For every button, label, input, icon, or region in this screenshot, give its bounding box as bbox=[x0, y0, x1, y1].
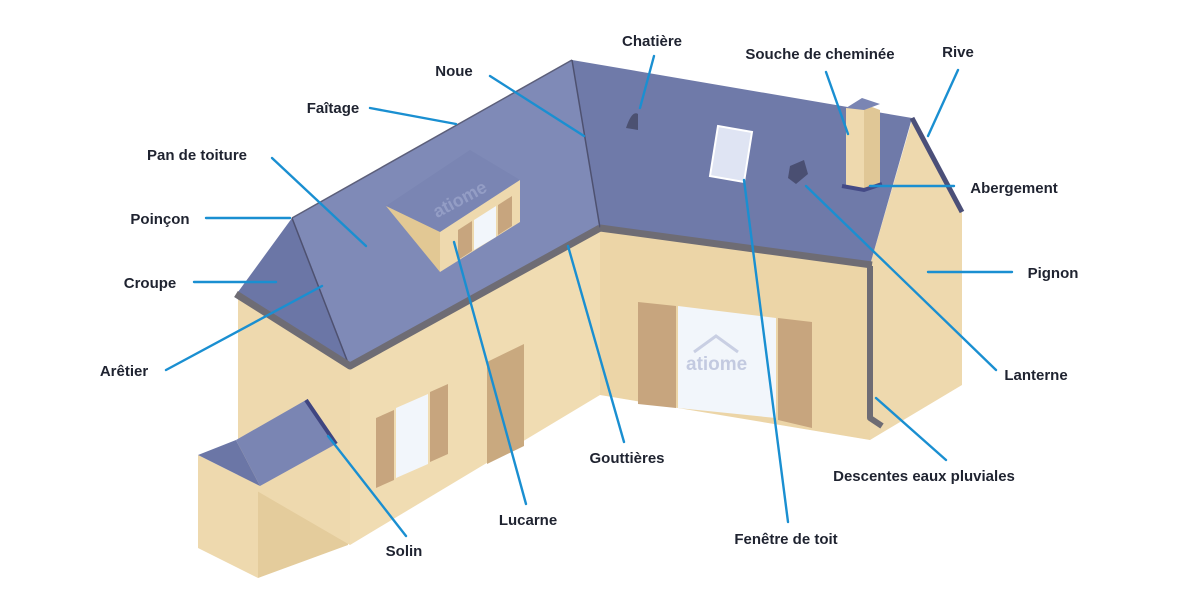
leader-pan bbox=[270, 156, 368, 248]
hip-line bbox=[291, 217, 351, 369]
wing-gable-wall bbox=[870, 120, 962, 440]
wall-shutter-left bbox=[376, 410, 394, 488]
leader-lucarne bbox=[452, 240, 528, 506]
leader-rive bbox=[926, 68, 960, 138]
downpipe bbox=[867, 266, 884, 429]
label-solin: Solin bbox=[386, 543, 423, 560]
leader-aretier bbox=[164, 284, 324, 372]
roof-hip-croupe bbox=[238, 218, 350, 368]
leader-lines bbox=[164, 54, 1014, 538]
leader-noue bbox=[488, 74, 586, 138]
house-illustration: atiome atiome bbox=[198, 59, 965, 578]
annex-flashing bbox=[304, 398, 338, 446]
leader-chatiere bbox=[638, 54, 656, 110]
dormer-roof bbox=[386, 150, 520, 232]
wall-window bbox=[396, 394, 428, 478]
label-lanterne: Lanterne bbox=[1004, 367, 1067, 384]
dormer-shutter-right bbox=[498, 196, 512, 235]
annex-front-wall bbox=[198, 455, 258, 578]
garage-shutter-right bbox=[778, 318, 812, 428]
chimney-side bbox=[864, 104, 880, 188]
label-aretier: Arêtier bbox=[100, 363, 149, 380]
watermark-garage: atiome bbox=[686, 334, 747, 375]
dormer-side bbox=[386, 206, 440, 272]
vent-chatiere bbox=[626, 113, 638, 130]
label-rive: Rive bbox=[942, 44, 974, 61]
wall-shutter-right bbox=[430, 384, 448, 462]
leader-faitage bbox=[368, 106, 458, 126]
annex-roof-front bbox=[198, 440, 260, 486]
dormer-shutter-left bbox=[458, 221, 472, 260]
leader-solin bbox=[326, 434, 408, 538]
label-chatiere: Chatière bbox=[622, 33, 682, 50]
gutter-wing bbox=[599, 224, 873, 269]
leader-lanterne bbox=[804, 184, 998, 372]
garage-door bbox=[678, 306, 776, 418]
label-noue: Noue bbox=[435, 63, 473, 80]
roof-window bbox=[708, 124, 754, 184]
wall-door bbox=[487, 344, 524, 464]
leader-gouttieres bbox=[566, 244, 626, 444]
chimney-front bbox=[846, 104, 864, 188]
label-poincon: Poinçon bbox=[130, 211, 189, 228]
verge-edge bbox=[909, 116, 965, 214]
label-abergement: Abergement bbox=[970, 180, 1058, 197]
chimney-top bbox=[846, 98, 880, 110]
leader-fenetre-toit bbox=[742, 178, 790, 524]
label-fenetre-toit: Fenêtre de toit bbox=[734, 531, 837, 548]
ridge-line bbox=[291, 59, 573, 219]
label-pignon: Pignon bbox=[1028, 265, 1079, 282]
garage-shutter-left bbox=[638, 302, 676, 408]
vent-lanterne bbox=[788, 160, 808, 184]
label-croupe: Croupe bbox=[124, 275, 177, 292]
label-lucarne: Lucarne bbox=[499, 512, 557, 529]
label-descentes: Descentes eaux pluviales bbox=[833, 468, 1015, 485]
gutter-main bbox=[234, 224, 602, 370]
leader-descentes bbox=[874, 396, 948, 462]
label-faitage: Faîtage bbox=[307, 100, 360, 117]
valley-line bbox=[571, 59, 601, 229]
annex-roof-main bbox=[236, 400, 336, 486]
label-pan: Pan de toiture bbox=[147, 147, 247, 164]
dormer-window bbox=[474, 206, 496, 250]
label-gouttieres: Gouttières bbox=[589, 450, 664, 467]
labels: Chatière Souche de cheminée Rive Noue Fa… bbox=[100, 33, 1079, 560]
label-souche: Souche de cheminée bbox=[745, 46, 894, 63]
leader-souche bbox=[824, 70, 850, 136]
watermark-garage-text: atiome bbox=[686, 354, 747, 375]
